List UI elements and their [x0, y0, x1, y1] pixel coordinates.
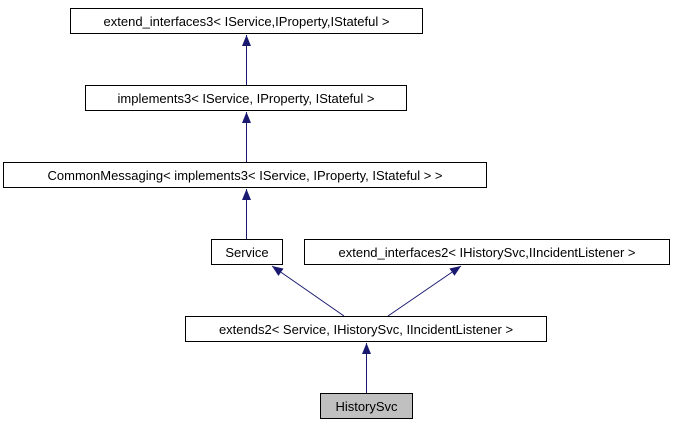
class-node-common-messaging[interactable]: CommonMessaging< implements3< IService, … — [3, 162, 487, 188]
class-node-implements3[interactable]: implements3< IService, IProperty, IState… — [85, 85, 407, 111]
class-node-extends2[interactable]: extends2< Service, IHistorySvc, IInciden… — [185, 316, 547, 342]
class-node-historysvc: HistorySvc — [320, 393, 413, 419]
class-node-extend-interfaces2[interactable]: extend_interfaces2< IHistorySvc,IInciden… — [304, 239, 670, 265]
class-node-extend-interfaces3[interactable]: extend_interfaces3< IService,IProperty,I… — [70, 8, 423, 34]
inheritance-edge-extends2-to-extend-interfaces2 — [387, 265, 462, 317]
class-node-service[interactable]: Service — [211, 239, 283, 265]
inheritance-edge-extends2-to-service — [271, 265, 345, 317]
